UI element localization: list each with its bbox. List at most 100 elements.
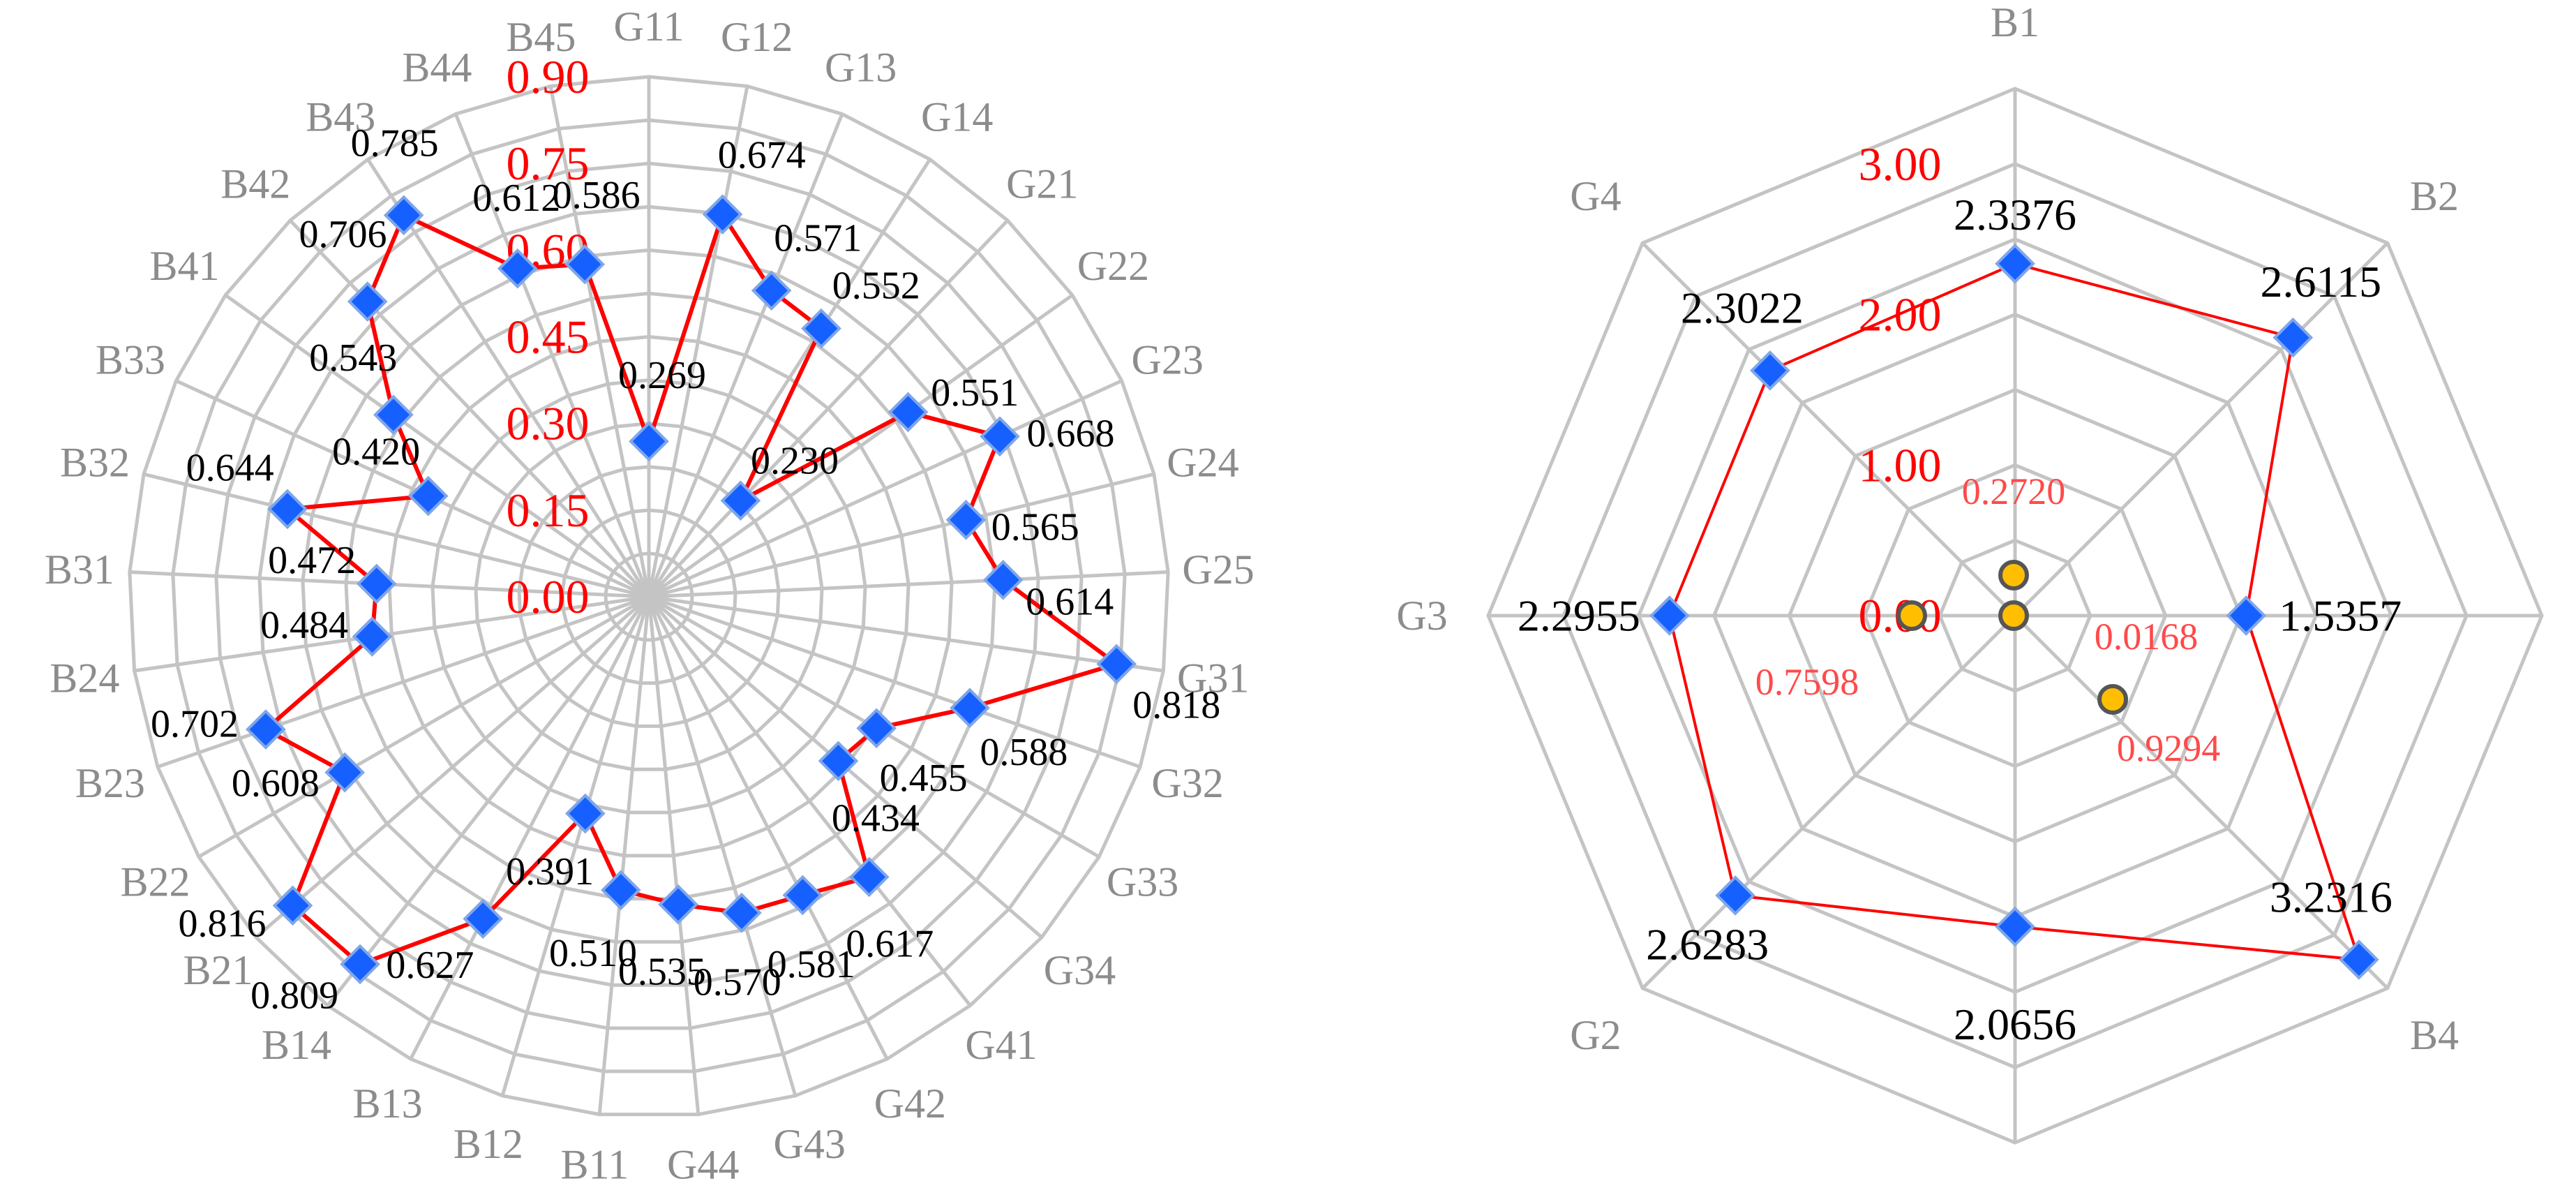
marker-g32: [950, 688, 990, 729]
axis-label-b21: B21: [184, 947, 253, 993]
axis-label-g44: G44: [667, 1141, 739, 1181]
grid-spoke: [134, 595, 650, 673]
axis-label-b45: B45: [506, 14, 576, 60]
axis-label-b12: B12: [454, 1121, 523, 1167]
marker-g34: [818, 741, 859, 782]
value-label-g34: 0.434: [832, 797, 920, 840]
tick-label: 0.00: [507, 570, 590, 623]
value-label-b41: 0.543: [309, 336, 397, 380]
value-label-g44: 0.535: [618, 951, 706, 994]
grid-spoke: [647, 113, 844, 597]
grid-spoke: [289, 219, 650, 598]
marker-g44: [658, 884, 698, 925]
axis-label-b4: B4: [2410, 1012, 2459, 1058]
axis-label-b23: B23: [75, 760, 145, 806]
grid-spoke: [326, 595, 650, 1007]
value-label-b45: 0.586: [553, 174, 641, 217]
grid-spoke: [500, 596, 651, 1097]
axis-label-b1: B1: [1991, 0, 2039, 45]
value-label-b22: 0.608: [232, 762, 320, 805]
value-label-g32: 0.588: [980, 731, 1068, 774]
right-radar-chart: B1B2B3B4G1G2G3G40.001.002.003.002.33762.…: [1396, 0, 2544, 1145]
grid-spoke: [597, 596, 651, 1115]
axis-label-b24: B24: [50, 655, 119, 701]
marker-g23: [980, 416, 1020, 457]
grid-spoke: [224, 293, 650, 599]
grid-ring: [257, 205, 1040, 987]
value-label-g33: 0.455: [880, 757, 968, 800]
marker-b1: [1995, 243, 2035, 284]
grid-spoke: [648, 570, 1169, 599]
axis-label-b42: B42: [220, 161, 290, 207]
marker-b33: [407, 475, 449, 517]
axis-label-b32: B32: [60, 439, 130, 485]
tick-label: 0.15: [507, 484, 590, 537]
tick-label: 0.45: [507, 311, 590, 364]
value-label-g12: 0.674: [718, 133, 806, 177]
marker-b23: [246, 709, 286, 750]
value-label-b44: 0.612: [472, 177, 560, 220]
axis-label-b31: B31: [45, 547, 114, 593]
grid-ring: [604, 551, 694, 642]
value-label-g14: 0.552: [832, 264, 920, 307]
axis-label-b33: B33: [96, 337, 165, 383]
point-label: 0.2720: [1962, 470, 2066, 512]
marker-b21: [272, 885, 313, 926]
axis-label-g41: G41: [965, 1022, 1037, 1068]
marker-g1: [1995, 906, 2035, 947]
marker-g2: [1715, 875, 1755, 916]
axis-label-b44: B44: [402, 45, 472, 91]
grid-spoke: [157, 595, 650, 769]
point-marker: [2097, 684, 2128, 715]
marker-g42: [782, 875, 823, 916]
point-marker: [1998, 600, 2029, 631]
value-label-b14: 0.809: [250, 974, 338, 1018]
axis-label-g23: G23: [1131, 337, 1203, 383]
value-label-g41: 0.617: [846, 923, 934, 966]
axis-label-g22: G22: [1077, 243, 1149, 289]
value-label-g25: 0.614: [1026, 580, 1114, 623]
axis-label-g24: G24: [1167, 439, 1238, 485]
value-label-g13: 0.571: [774, 217, 862, 260]
value-label-g4: 2.3022: [1681, 283, 1804, 332]
axis-label-g3: G3: [1396, 593, 1447, 639]
grid-ring: [430, 378, 867, 815]
axis-label-g31: G31: [1177, 655, 1249, 701]
axis-label-g42: G42: [874, 1080, 946, 1127]
axis-label-b22: B22: [120, 859, 190, 905]
grid-spoke: [2014, 242, 2389, 617]
marker-g33: [856, 708, 897, 749]
value-label-g3: 2.2955: [1518, 591, 1640, 641]
axis-label-g11: G11: [613, 3, 684, 50]
grid-spoke: [647, 379, 1123, 599]
axis-label-g13: G13: [825, 45, 897, 91]
tick-label: 0.75: [507, 137, 590, 190]
marker-b22: [324, 752, 365, 793]
axis-label-g21: G21: [1006, 161, 1078, 207]
marker-b43: [383, 195, 424, 236]
axis-label-g12: G12: [721, 14, 793, 60]
marker-g21: [720, 480, 761, 521]
series-line: [263, 212, 1119, 967]
grid-spoke: [409, 595, 651, 1060]
value-label-b12: 0.391: [506, 850, 594, 893]
tick-label: 3.00: [1859, 138, 1942, 191]
value-label-b1: 2.3376: [1954, 190, 2076, 239]
value-label-b33: 0.420: [332, 430, 420, 473]
marker-b3: [2226, 595, 2267, 636]
value-label-g23: 0.668: [1026, 413, 1114, 456]
marker-g22: [888, 392, 929, 433]
axis-label-g14: G14: [921, 94, 993, 140]
axis-label-b2: B2: [2410, 173, 2459, 219]
value-label-b4: 3.2316: [2270, 872, 2392, 921]
grid-spoke: [647, 596, 701, 1115]
value-label-g31: 0.818: [1132, 684, 1220, 727]
grid-spoke: [647, 595, 889, 1060]
axis-label-b11: B11: [560, 1141, 629, 1181]
grid-ring: [474, 422, 824, 771]
grid-spoke: [648, 595, 1164, 673]
axis-label-b14: B14: [262, 1022, 331, 1068]
grid-spoke: [647, 85, 749, 597]
marker-b24: [352, 616, 393, 657]
